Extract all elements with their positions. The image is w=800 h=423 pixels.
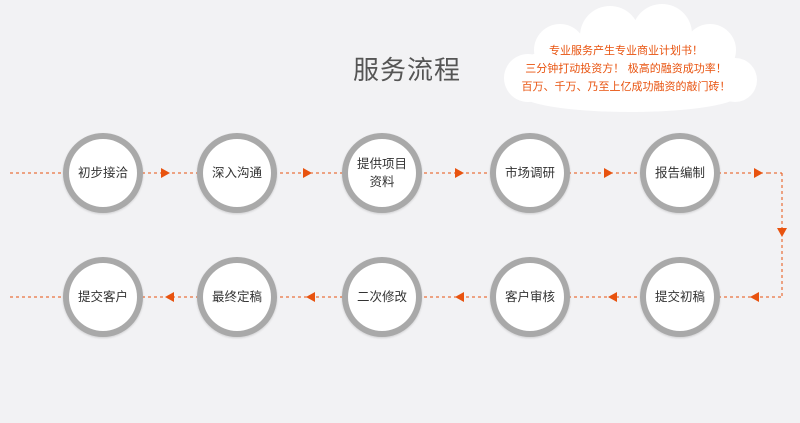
arrow-left-icon — [750, 292, 759, 302]
step-node: 最终定稿 — [197, 257, 277, 337]
cloud-line: 专业服务产生专业商业计划书！ — [549, 44, 703, 57]
step-label: 客户审核 — [504, 289, 555, 304]
step-label: 提交初稿 — [654, 289, 705, 304]
step-node: 报告编制 — [640, 133, 720, 213]
arrow-right-icon — [455, 168, 464, 178]
arrow-right-icon — [754, 168, 763, 178]
arrow-left-icon — [306, 292, 315, 302]
step-node: 初步接洽 — [63, 133, 143, 213]
step-node: 提供项目资料 — [342, 133, 422, 213]
step-label: 最终定稿 — [211, 289, 262, 304]
step-node: 提交初稿 — [640, 257, 720, 337]
step-label: 报告编制 — [654, 165, 705, 180]
step-label: 市场调研 — [504, 165, 555, 180]
step-label: 初步接洽 — [77, 165, 128, 180]
arrow-down-icon — [777, 228, 787, 237]
arrow-right-icon — [303, 168, 312, 178]
step-label: 二次修改 — [356, 289, 407, 304]
step-node: 市场调研 — [490, 133, 570, 213]
step-node: 提交客户 — [63, 257, 143, 337]
arrow-right-icon — [604, 168, 613, 178]
step-label: 提供项目资料 — [356, 156, 407, 189]
step-node: 深入沟通 — [197, 133, 277, 213]
arrow-right-icon — [161, 168, 170, 178]
step-label: 深入沟通 — [211, 165, 262, 180]
arrow-left-icon — [165, 292, 174, 302]
arrow-left-icon — [608, 292, 617, 302]
step-label: 提交客户 — [77, 289, 128, 304]
cloud-line: 百万、千万、乃至上亿成功融资的敲门砖！ — [521, 80, 731, 93]
step-node: 客户审核 — [490, 257, 570, 337]
page-title: 服务流程 — [352, 56, 461, 86]
cloud-line: 三分钟打动投资方！ 极高的融资成功率！ — [525, 62, 727, 75]
cloud-shape — [504, 4, 757, 112]
arrow-left-icon — [455, 292, 464, 302]
step-node: 二次修改 — [342, 257, 422, 337]
cloud-callout: 专业服务产生专业商业计划书！ 三分钟打动投资方！ 极高的融资成功率！ 百万、千万… — [510, 42, 742, 96]
